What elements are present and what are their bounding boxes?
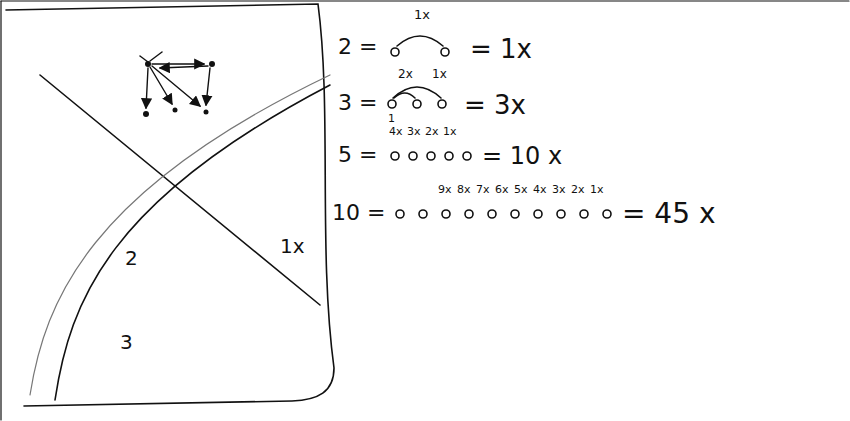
handwritten-label: 1: [388, 113, 395, 124]
handwritten-label: 1x: [280, 236, 305, 256]
handwritten-label: = 45 x: [622, 200, 715, 228]
handwritten-label: = 3x: [464, 92, 526, 118]
handwritten-label: 10 =: [332, 202, 385, 224]
handwritten-label: = 1x: [470, 36, 532, 62]
handwritten-label: 5 =: [338, 144, 377, 166]
handwritten-label: 4x: [533, 184, 547, 195]
handwritten-label: 6x: [495, 184, 509, 195]
handwritten-label: 2x: [425, 126, 439, 137]
handwritten-label: 8x: [457, 184, 471, 195]
handwritten-label: 1x: [443, 126, 457, 137]
handwritten-label: 1x: [414, 8, 430, 21]
handwritten-label: 2x: [398, 68, 413, 80]
handwritten-label: 1x: [432, 68, 447, 80]
handwritten-label: 3x: [552, 184, 566, 195]
handwritten-label: 3 =: [338, 92, 377, 114]
handwritten-label: 7x: [476, 184, 490, 195]
handwritten-label: 4x: [389, 126, 403, 137]
handwritten-label: 2x: [571, 184, 585, 195]
handwritten-label: 5x: [514, 184, 528, 195]
handwritten-label: 2 =: [338, 36, 377, 58]
handwritten-label: 9x: [438, 184, 452, 195]
handwritten-label: = 10 x: [482, 144, 562, 168]
handwritten-label: 3x: [407, 126, 421, 137]
handwritten-label: 3: [120, 332, 133, 352]
handwritten-label: 2: [125, 248, 138, 268]
handwritten-label: 1x: [590, 184, 604, 195]
